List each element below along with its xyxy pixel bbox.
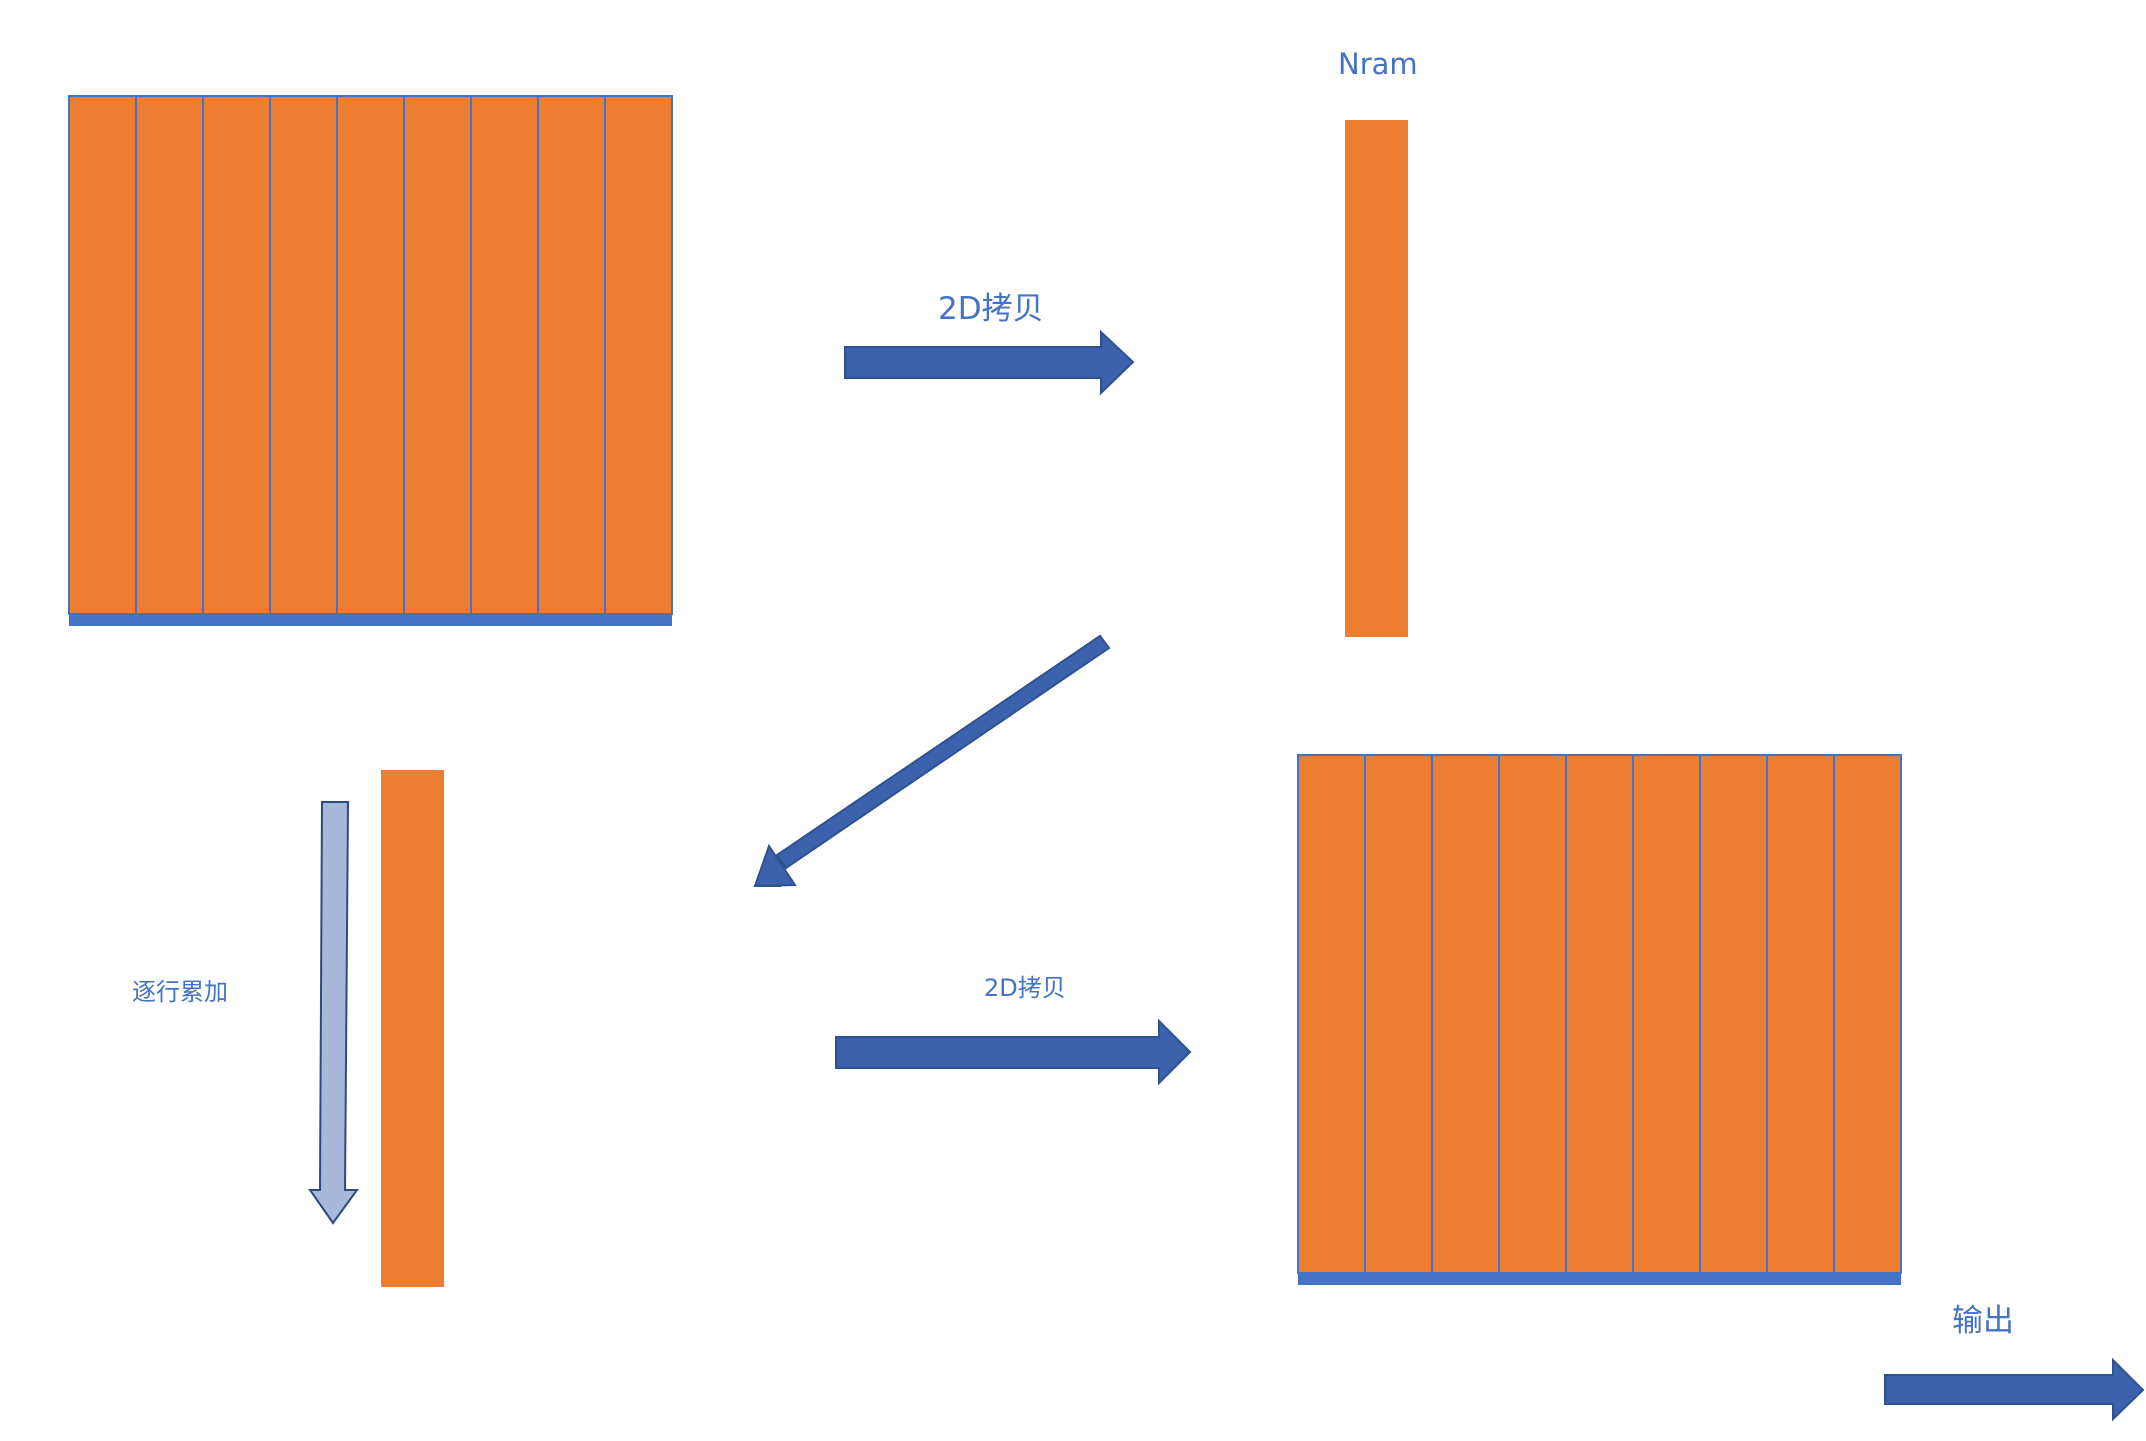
- copy-2d-arrow-bottom: [835, 1018, 1192, 1086]
- nram-column: [1345, 120, 1408, 637]
- source-matrix-column-4: [269, 95, 338, 615]
- source-matrix-column-3: [202, 95, 271, 615]
- diagonal-transfer-arrow-body: [775, 634, 1111, 870]
- output-matrix: [1297, 754, 1902, 1285]
- output-matrix-column-6: [1632, 754, 1701, 1274]
- diagonal-transfer-arrow-head: [753, 843, 797, 888]
- source-matrix: [68, 95, 673, 626]
- output-matrix-column-1: [1297, 754, 1366, 1274]
- source-matrix-base-bar: [69, 614, 672, 626]
- row-accumulate-arrow: [308, 801, 359, 1225]
- source-matrix-column-7: [470, 95, 539, 615]
- copy-2d-label-top: 2D拷贝: [938, 291, 1044, 327]
- source-matrix-column-9: [604, 95, 673, 615]
- row-accumulate-label: 逐行累加: [132, 978, 228, 1006]
- accumulate-column: [381, 770, 444, 1287]
- output-matrix-column-9: [1833, 754, 1902, 1274]
- output-matrix-column-5: [1565, 754, 1634, 1274]
- output-arrow: [1884, 1357, 2145, 1422]
- source-matrix-column-2: [135, 95, 204, 615]
- output-matrix-column-7: [1699, 754, 1768, 1274]
- output-matrix-column-2: [1364, 754, 1433, 1274]
- output-matrix-base-bar: [1298, 1273, 1901, 1285]
- output-matrix-column-4: [1498, 754, 1567, 1274]
- output-matrix-columns: [1297, 754, 1902, 1274]
- source-matrix-column-5: [336, 95, 405, 615]
- copy-2d-label-bottom: 2D拷贝: [984, 974, 1066, 1002]
- output-matrix-column-3: [1431, 754, 1500, 1274]
- source-matrix-columns: [68, 95, 673, 615]
- source-matrix-column-6: [403, 95, 472, 615]
- source-matrix-column-8: [537, 95, 606, 615]
- source-matrix-column-1: [68, 95, 137, 615]
- output-label: 输出: [1952, 1303, 2014, 1339]
- nram-label: Nram: [1338, 47, 1418, 81]
- output-matrix-column-8: [1766, 754, 1835, 1274]
- copy-2d-arrow-top: [844, 329, 1135, 396]
